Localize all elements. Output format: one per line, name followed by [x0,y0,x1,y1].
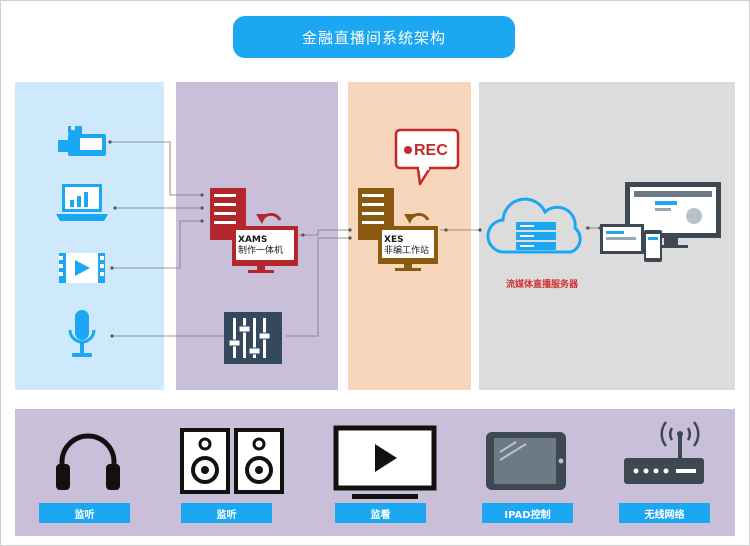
multi-device-icon [600,182,721,262]
rec-label: REC [414,142,448,159]
bottom-label-wifi: 无线网络 [619,503,710,523]
bottom-label-monitor: 监看 [335,503,426,523]
xes-label: XES 非编工作站 [384,235,429,257]
speakers-icon [180,428,284,494]
audio-mixer-icon [224,312,282,364]
xams-code: XAMS [238,235,268,245]
laptop-chart-icon [56,184,108,221]
diagram-title: 金融直播间系统架构 [233,16,515,58]
wifi-router-icon [624,421,704,484]
xes-name: 非编工作站 [384,246,430,256]
xams-name: 制作一体机 [238,246,284,256]
bottom-label-headphones: 监听 [39,503,130,523]
rec-bubble-icon [394,128,460,186]
bottom-label-tablet: IPAD控制 [482,503,573,523]
connector-video [112,220,202,269]
server-label: 流媒体直播服务器 [505,280,578,290]
connector-mixer-xes [286,237,350,337]
bottom-label-speakers: 监听 [181,503,272,523]
connector-lines [110,141,600,337]
headphones-icon [56,433,120,490]
xams-server-icon [210,188,298,273]
connector-dots [108,140,602,338]
video-file-icon [59,253,105,283]
cloud-server-icon [486,197,582,254]
xes-server-icon [358,188,438,271]
microphone-icon [68,310,96,357]
connector-camera [110,141,202,196]
monitor-play-icon [333,425,437,499]
connector-xams-xes [296,229,350,236]
tablet-icon [486,432,566,490]
xams-label: XAMS 制作一体机 [238,235,283,257]
video-camera-icon [58,126,106,156]
xes-code: XES [384,235,404,245]
